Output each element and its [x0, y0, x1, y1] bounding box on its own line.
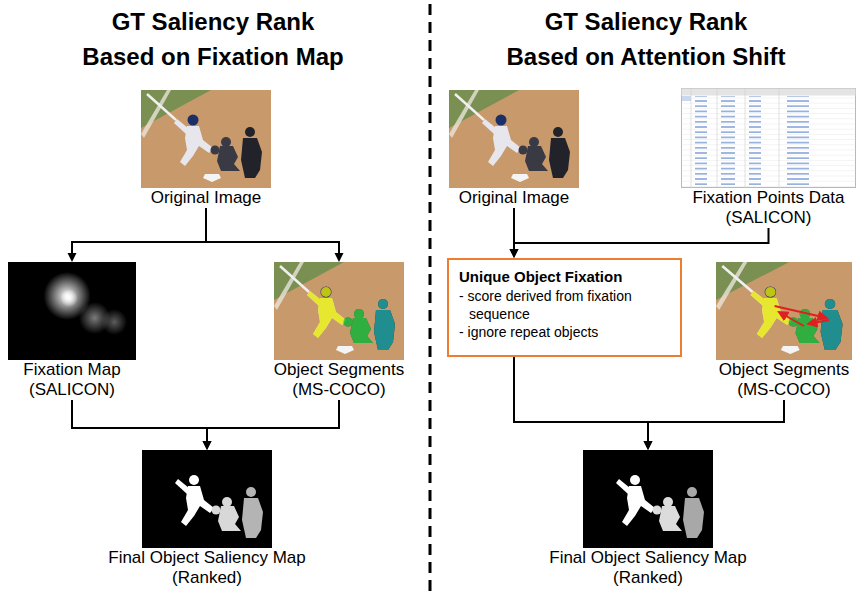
photo-image: [141, 90, 271, 188]
saliency-map-image: [583, 450, 713, 548]
flow-connector: [510, 208, 519, 258]
connector-line: [72, 208, 206, 253]
flow-connector: [72, 400, 212, 450]
image-caption: Fixation Points Data (SALICON): [679, 188, 859, 228]
arrow-head: [510, 249, 519, 258]
process-box: Unique Object Fixation- score derived fr…: [447, 258, 682, 357]
bullet-text: - score derived from fixation sequence: [459, 287, 670, 323]
saliency-map-image: [142, 450, 272, 548]
connector-line: [514, 357, 648, 441]
segments-image: [274, 262, 404, 360]
image-spacer: [449, 90, 579, 188]
image-spacer: [142, 450, 272, 548]
image-node: Original Image: [439, 90, 589, 208]
flow-connector: [203, 400, 340, 450]
image-caption: Object Segments (MS-COCO): [264, 360, 414, 400]
image-caption: Original Image: [131, 188, 281, 208]
flow-connector: [514, 357, 653, 450]
connector-line: [206, 208, 339, 253]
fixation-table-image: [682, 88, 856, 188]
connector-line: [207, 400, 339, 441]
box-heading: Unique Object Fixation: [459, 267, 670, 287]
segments-image: [716, 262, 852, 360]
arrow-head: [510, 249, 519, 258]
section-heading: Based on Fixation Map: [82, 42, 343, 72]
section-heading: Based on Attention Shift: [506, 42, 785, 72]
image-node: Object Segments (MS-COCO): [264, 262, 414, 400]
fixation-map-image: [8, 262, 136, 360]
arrow-head: [68, 253, 77, 262]
arrow-head: [644, 441, 653, 450]
image-caption: Original Image: [439, 188, 589, 208]
connector-line: [514, 228, 769, 249]
image-node: Fixation Map (SALICON): [8, 262, 136, 400]
arrow-head: [644, 441, 653, 450]
photo-image: [449, 90, 579, 188]
section-heading: GT Saliency Rank: [545, 7, 748, 37]
flow-connector: [510, 228, 769, 258]
image-caption: Fixation Map (SALICON): [8, 360, 136, 400]
connector-line: [72, 400, 207, 441]
image-node: Final Object Saliency Map (Ranked): [92, 450, 322, 588]
section-heading: GT Saliency Rank: [112, 7, 315, 37]
image-node: Fixation Points Data (SALICON): [679, 88, 859, 228]
image-node: Final Object Saliency Map (Ranked): [533, 450, 763, 588]
image-spacer: [716, 262, 852, 360]
divider-line: [429, 4, 432, 596]
image-spacer: [8, 262, 136, 360]
image-caption: Object Segments (MS-COCO): [709, 360, 859, 400]
image-node: Original Image: [131, 90, 281, 208]
arrow-head: [203, 441, 212, 450]
image-spacer: [274, 262, 404, 360]
image-spacer: [141, 90, 271, 188]
arrow-head: [203, 441, 212, 450]
image-spacer: [681, 88, 856, 188]
image-node: Object Segments (MS-COCO): [709, 262, 859, 400]
image-caption: Final Object Saliency Map (Ranked): [533, 548, 763, 588]
arrow-head: [335, 253, 344, 262]
image-caption: Final Object Saliency Map (Ranked): [92, 548, 322, 588]
image-spacer: [583, 450, 713, 548]
flow-connector: [68, 208, 207, 262]
flow-connector: [206, 208, 344, 262]
connector-line: [648, 400, 784, 441]
bullet-text: - ignore repeat objects: [459, 323, 670, 341]
flow-connector: [644, 400, 785, 450]
